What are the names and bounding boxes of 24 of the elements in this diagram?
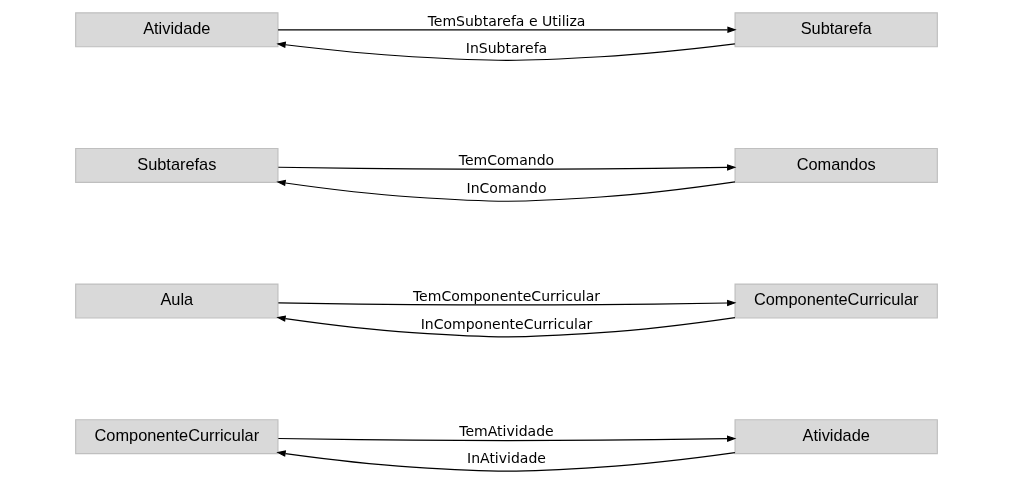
- node-box: Atividade: [733, 419, 938, 455]
- node-box: Comandos: [733, 147, 938, 183]
- arrow: [275, 41, 735, 61]
- arrow: [275, 450, 735, 472]
- edge-label: TemComponenteCurricular: [412, 287, 600, 304]
- edge-label: TemSubtarefa e Utiliza: [427, 12, 585, 29]
- arrow: [277, 164, 736, 171]
- node-box: Atividade: [74, 12, 279, 48]
- edge-label: TemAtividade: [458, 423, 554, 440]
- edge-label: InComando: [466, 180, 546, 197]
- arrow: [277, 26, 737, 34]
- node-box: ComponenteCurricular: [733, 283, 938, 319]
- node-box: Subtarefas: [74, 147, 279, 183]
- node-box: ComponenteCurricular: [74, 419, 279, 455]
- node-box: Aula: [74, 283, 279, 319]
- arrow: [277, 435, 736, 442]
- arrow: [275, 315, 736, 338]
- arrow: [275, 179, 736, 202]
- arrow: [277, 299, 736, 307]
- edge-label: InComponenteCurricular: [420, 315, 592, 332]
- edge-label: InSubtarefa: [465, 39, 547, 56]
- edge-label: InAtividade: [466, 450, 546, 467]
- edge-label: TemComando: [458, 151, 554, 168]
- node-box: Subtarefa: [733, 12, 938, 48]
